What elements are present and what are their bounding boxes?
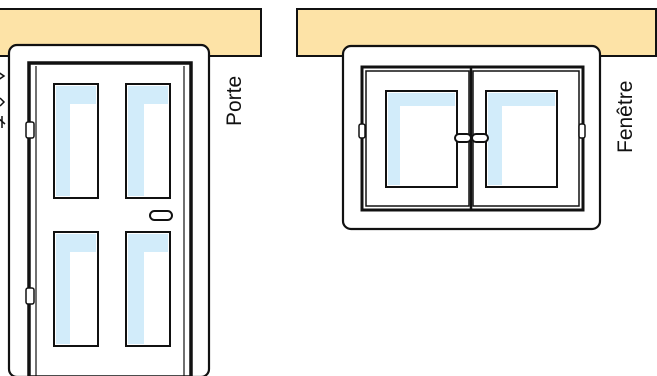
door-panel-bottom-left-glass (56, 234, 96, 344)
door-label: Porte (223, 76, 246, 126)
door-hinge-top (25, 121, 35, 139)
window-hinge-left (358, 123, 366, 139)
door-panel-top-right-glass (128, 86, 168, 196)
door-group: Porte (0, 8, 262, 376)
window-label: Fenêtre (614, 81, 637, 153)
door-panel-top-left-glass (56, 86, 96, 196)
window-group: Fenêtre (296, 8, 657, 231)
window-handle-right-icon (471, 133, 489, 143)
window-handle-left-icon (454, 133, 472, 143)
window-glass-right-tint (488, 93, 555, 185)
door-panel-bottom-right-glass (128, 234, 168, 344)
window-glass-left-tint (388, 93, 455, 185)
edge-text-fragment (0, 72, 6, 128)
window-hinge-right (578, 123, 586, 139)
door-handle-icon (149, 210, 173, 221)
door-hinge-bottom (25, 287, 35, 305)
